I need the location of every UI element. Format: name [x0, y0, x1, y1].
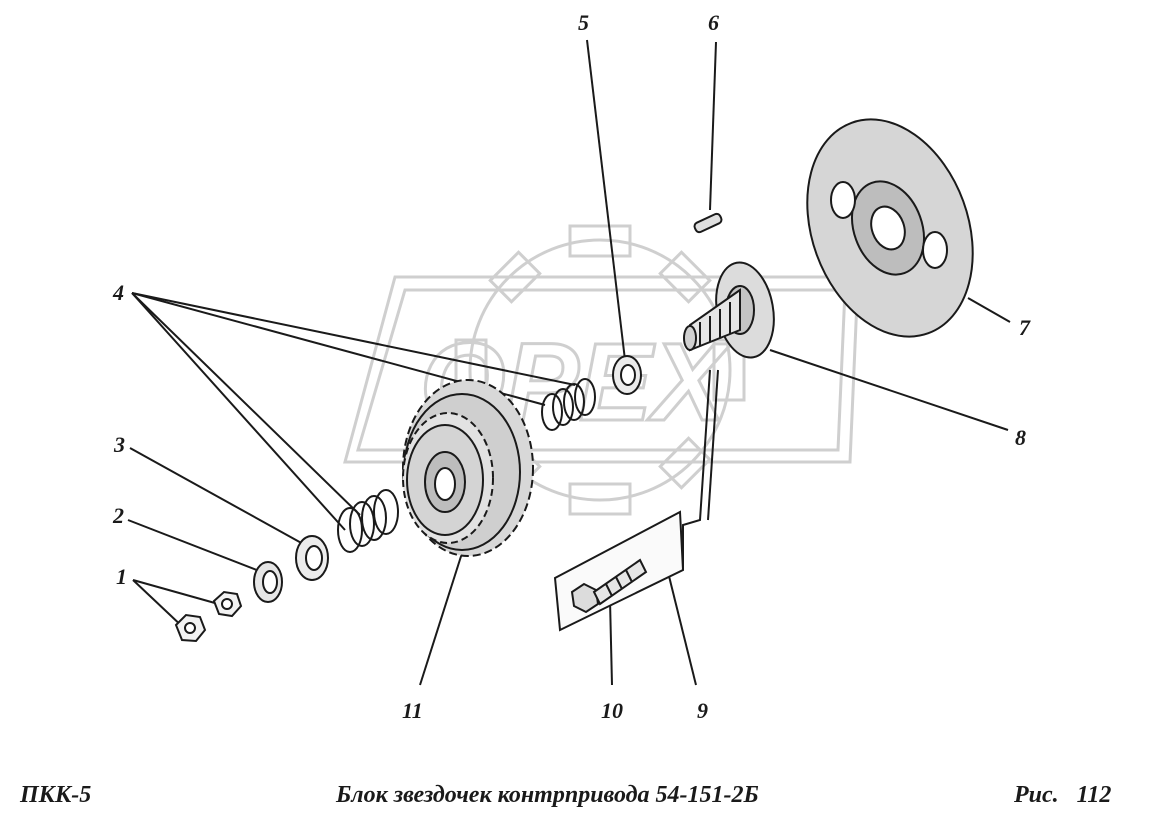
- callout-10: 10: [601, 698, 623, 723]
- footer-title: Блок звездочек контрпривода 54-151-2Б: [336, 782, 759, 808]
- callout-8: 8: [1015, 425, 1026, 450]
- footer-figure: Рис. 112: [1014, 782, 1111, 809]
- footer-model: ПКК-5: [20, 782, 92, 808]
- part-6-pin: [693, 212, 723, 234]
- callout-6: 6: [708, 10, 719, 35]
- part-1-nuts: [174, 590, 243, 643]
- part-5-washer: [612, 355, 642, 395]
- callout-2: 2: [112, 503, 124, 528]
- callout-7: 7: [1019, 315, 1031, 340]
- part-10-bolt: [553, 510, 685, 632]
- callout-1: 1: [116, 564, 127, 589]
- part-8-flange-shaft: [683, 261, 775, 359]
- watermark-frame: [343, 275, 860, 464]
- callout-11: 11: [402, 698, 423, 723]
- exploded-assembly-diagram: OPEX: [112, 10, 1031, 723]
- callout-labels: 4 3 2 1 5 6 7 8 9 10 11: [112, 10, 1031, 723]
- part-7-disc: [806, 118, 974, 338]
- callout-3: 3: [113, 432, 125, 457]
- part-4-spring-lower: [337, 489, 399, 553]
- callout-9: 9: [697, 698, 708, 723]
- part-3-ring: [295, 535, 329, 581]
- part-2-washer: [253, 561, 283, 603]
- figure-number: 112: [1076, 782, 1112, 808]
- callout-4: 4: [112, 280, 124, 305]
- callout-5: 5: [578, 10, 589, 35]
- leader-lines: [127, 39, 1011, 686]
- figure-label: Рис.: [1014, 782, 1059, 808]
- part-4-spring-upper: [541, 378, 596, 431]
- part-11-sprocket: [402, 379, 534, 557]
